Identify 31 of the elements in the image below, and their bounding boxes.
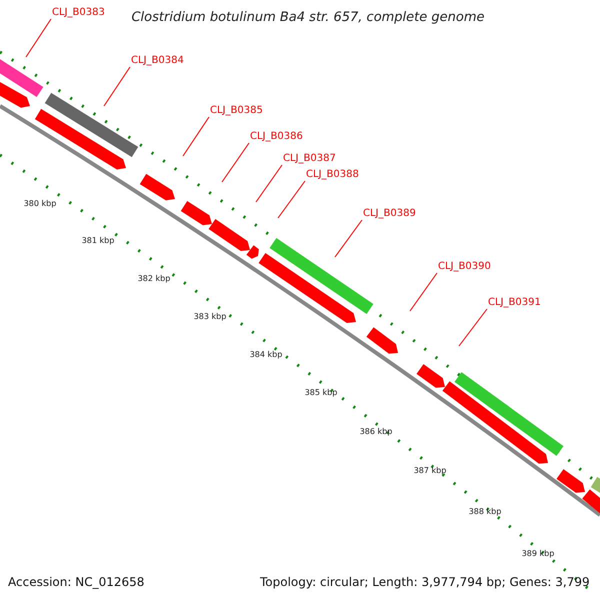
genome-stats-text: Topology: circular; Length: 3,977,794 bp; Genes: 3,799 (260, 576, 590, 588)
scale-label: 387 kbp (414, 467, 446, 475)
gene-label: CLJ_B0389 (363, 209, 416, 219)
accession-text: Accession: NC_012658 (8, 576, 144, 588)
leader-line (256, 164, 282, 202)
scale-label: 380 kbp (24, 200, 56, 208)
scale-label: 384 kbp (250, 351, 282, 359)
scale-label: 386 kbp (360, 428, 392, 436)
scale-label: 383 kbp (194, 313, 226, 321)
gene-label: CLJ_B0385 (210, 106, 263, 116)
gene-label: CLJ_B0390 (438, 262, 491, 272)
scale-label: 381 kbp (82, 237, 114, 245)
leader-line (104, 66, 130, 106)
diagram-title: Clostridium botulinum Ba4 str. 657, complete genome (131, 11, 485, 24)
scale-label: 382 kbp (138, 275, 170, 283)
leader-line (410, 272, 438, 312)
leader-line (458, 308, 488, 346)
gene-label: CLJ_B0387 (283, 154, 336, 164)
scale-label: 388 kbp (468, 508, 502, 516)
scale-label: 389 kbp (522, 550, 554, 558)
leader-line (26, 18, 52, 58)
leader-line (222, 142, 250, 182)
scale-label: 385 kbp (304, 389, 338, 397)
gene-label: CLJ_B0384 (131, 56, 184, 66)
gene-label: CLJ_B0383 (52, 8, 105, 18)
gene-label: CLJ_B0386 (250, 132, 303, 142)
gene-label: CLJ_B0388 (306, 170, 359, 180)
leader-line (334, 220, 362, 258)
leader-line (182, 116, 210, 156)
gene-label: CLJ_B0391 (488, 298, 541, 308)
leader-line (278, 180, 306, 218)
